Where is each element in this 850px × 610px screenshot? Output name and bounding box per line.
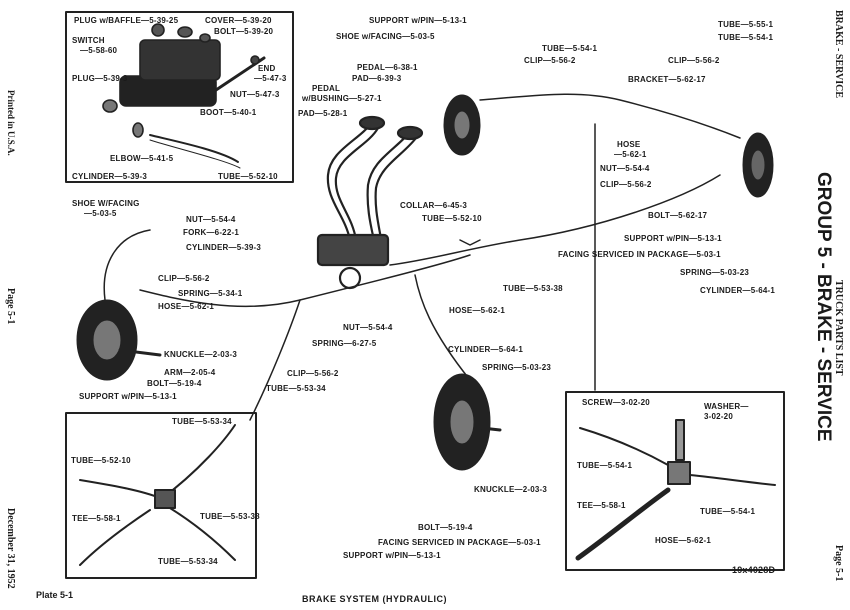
- tee-fitting-left: [79, 424, 236, 566]
- label-nut-5-47-3: NUT—5-47-3: [230, 90, 280, 99]
- left-margin-printed: Printed in U.S.A.: [6, 90, 16, 156]
- label-spring-right: SPRING—5-03-23: [680, 268, 750, 277]
- plate-number: Plate 5-1: [36, 590, 74, 600]
- label-support-pin-left: SUPPORT w/PIN—5-13-1: [79, 392, 177, 401]
- label-spring-low: SPRING—5-03-23: [482, 363, 552, 372]
- right-brake-drum: [742, 132, 774, 198]
- label-hose-right-num: —5-62-1: [614, 150, 647, 159]
- label-pad-5-28-1: PAD—5-28-1: [298, 109, 348, 118]
- right-margin-list: TRUCK PARTS LIST: [833, 280, 844, 376]
- label-pedal-bushing: PEDAL: [312, 84, 341, 93]
- label-bolt-5-62-17: BOLT—5-62-17: [648, 211, 708, 220]
- label-arm: ARM—2-05-4: [164, 368, 216, 377]
- label-inset-tube-5-53-34-top: TUBE—5-53-34: [172, 417, 232, 426]
- right-tee-inset-frame: [565, 391, 785, 571]
- label-hose-mid: HOSE—5-62-1: [449, 306, 505, 315]
- label-tube-5-54-1-top: TUBE—5-54-1: [542, 44, 598, 53]
- label-nut-right: NUT—5-54-4: [600, 164, 650, 173]
- label-collar: COLLAR—6-45-3: [400, 201, 468, 210]
- label-clip-right2: CLIP—5-56-2: [600, 180, 652, 189]
- label-inset2-washer-num: 3-02-20: [704, 412, 733, 421]
- label-tube-5-52-10-a: TUBE—5-52-10: [218, 172, 278, 181]
- label-tube-5-52-10-mid: TUBE—5-52-10: [422, 214, 482, 223]
- label-nut-5-54-4-left: NUT—5-54-4: [186, 215, 236, 224]
- label-inset2-hose: HOSE—5-62-1: [655, 536, 711, 545]
- label-clip-5-56-2-right: CLIP—5-56-2: [668, 56, 720, 65]
- label-facing-serviced-right: FACING SERVICED IN PACKAGE—5-03-1: [558, 250, 721, 259]
- figure-caption: BRAKE SYSTEM (HYDRAULIC): [302, 594, 448, 604]
- label-clip-left: CLIP—5-56-2: [158, 274, 210, 283]
- label-cylinder-mid: CYLINDER—5-39-3: [186, 243, 262, 252]
- label-pad-6-39-3: PAD—6-39-3: [352, 74, 402, 83]
- label-hose-right: HOSE: [617, 140, 641, 149]
- label-inset2-tube-right: TUBE—5-54-1: [700, 507, 756, 516]
- label-spring-6-27-5: SPRING—6-27-5: [312, 339, 377, 348]
- label-shoe-facing-left-num: —5-03-5: [84, 209, 117, 218]
- pedal-assembly: [316, 115, 424, 290]
- label-elbow: ELBOW—5-41-5: [110, 154, 174, 163]
- label-plug-5-39-3: PLUG—5-39-3: [72, 74, 128, 83]
- label-cover: COVER—5-39-20: [205, 16, 272, 25]
- left-margin-date: December 31, 1952: [5, 508, 16, 589]
- master-cylinder: [102, 23, 266, 169]
- label-clip-mid-low: CLIP—5-56-2: [287, 369, 339, 378]
- label-clip-5-56-2-top: CLIP—5-56-2: [524, 56, 576, 65]
- left-margin-page: Page 5-1: [5, 288, 16, 325]
- label-inset-tube-5-53-34-bot: TUBE—5-53-34: [158, 557, 218, 566]
- label-shoe-facing-top: SHOE w/FACING—5-03-5: [336, 32, 435, 41]
- label-spring-5-34-1: SPRING—5-34-1: [178, 289, 243, 298]
- label-inset2-tube-left: TUBE—5-54-1: [577, 461, 633, 470]
- top-brake-drum: [443, 94, 481, 156]
- label-tube-5-53-34-mid: TUBE—5-53-34: [266, 384, 326, 393]
- label-support-pin-top: SUPPORT w/PIN—5-13-1: [369, 16, 467, 25]
- label-pedal-bushing-2: w/BUSHING—5-27-1: [302, 94, 382, 103]
- label-bracket: BRACKET—5-62-17: [628, 75, 706, 84]
- label-inset-tube-5-52-10: TUBE—5-52-10: [71, 456, 131, 465]
- label-tube-5-54-1-right: TUBE—5-54-1: [718, 33, 774, 42]
- brake-lines: [103, 93, 741, 421]
- label-support-pin-low: SUPPORT w/PIN—5-13-1: [343, 551, 441, 560]
- label-bolt-5-39-20: BOLT—5-39-20: [214, 27, 274, 36]
- label-tube-5-53-38-mid: TUBE—5-53-38: [503, 284, 563, 293]
- label-fork: FORK—6-22-1: [183, 228, 239, 237]
- label-switch: SWITCH: [72, 36, 105, 45]
- tee-fitting-right: [575, 419, 776, 561]
- label-cylinder-5-39-3: CYLINDER—5-39-3: [72, 172, 148, 181]
- label-facing-serviced-low: FACING SERVICED IN PACKAGE—5-03-1: [378, 538, 541, 547]
- label-figure-code: 19x4028D: [732, 565, 776, 575]
- label-end: END: [258, 64, 276, 73]
- label-cylinder-right: CYLINDER—5-64-1: [700, 286, 776, 295]
- label-switch-num: —5-58-60: [80, 46, 118, 55]
- label-pedal: PEDAL—6-38-1: [357, 63, 418, 72]
- label-inset2-screw: SCREW—3-02-20: [582, 398, 650, 407]
- label-end-num: —5-47-3: [254, 74, 287, 83]
- tee-inset-frame: [65, 412, 257, 579]
- label-nut-mid: NUT—5-54-4: [343, 323, 393, 332]
- label-cylinder-low: CYLINDER—5-64-1: [448, 345, 524, 354]
- label-inset2-tee: TEE—5-58-1: [577, 501, 626, 510]
- master-cylinder-inset-frame: [65, 11, 294, 183]
- label-boot: BOOT—5-40-1: [200, 108, 257, 117]
- label-inset2-washer: WASHER—: [704, 402, 749, 411]
- left-brake-drum: [76, 299, 162, 381]
- label-inset-tee: TEE—5-58-1: [72, 514, 121, 523]
- right-margin-header: BRAKE - SERVICE: [833, 10, 844, 98]
- label-shoe-facing-left: SHOE W/FACING: [72, 199, 140, 208]
- label-support-pin-right: SUPPORT w/PIN—5-13-1: [624, 234, 722, 243]
- label-inset-tube-5-53-38: TUBE—5-53-38: [200, 512, 260, 521]
- label-hose-left: HOSE—5-62-1: [158, 302, 214, 311]
- group-title: GROUP 5 - BRAKE - SERVICE: [813, 172, 834, 442]
- label-knuckle-left: KNUCKLE—2-03-3: [164, 350, 238, 359]
- label-knuckle-low: KNUCKLE—2-03-3: [474, 485, 548, 494]
- lower-brake-drum: [433, 373, 502, 471]
- label-bolt-low: BOLT—5-19-4: [418, 523, 473, 532]
- right-margin-page: Page 5-1: [833, 545, 844, 582]
- label-tube-5-55-1: TUBE—5-55-1: [718, 20, 774, 29]
- label-plug-baffle: PLUG w/BAFFLE—5-39-25: [74, 16, 179, 25]
- label-bolt-left: BOLT—5-19-4: [147, 379, 202, 388]
